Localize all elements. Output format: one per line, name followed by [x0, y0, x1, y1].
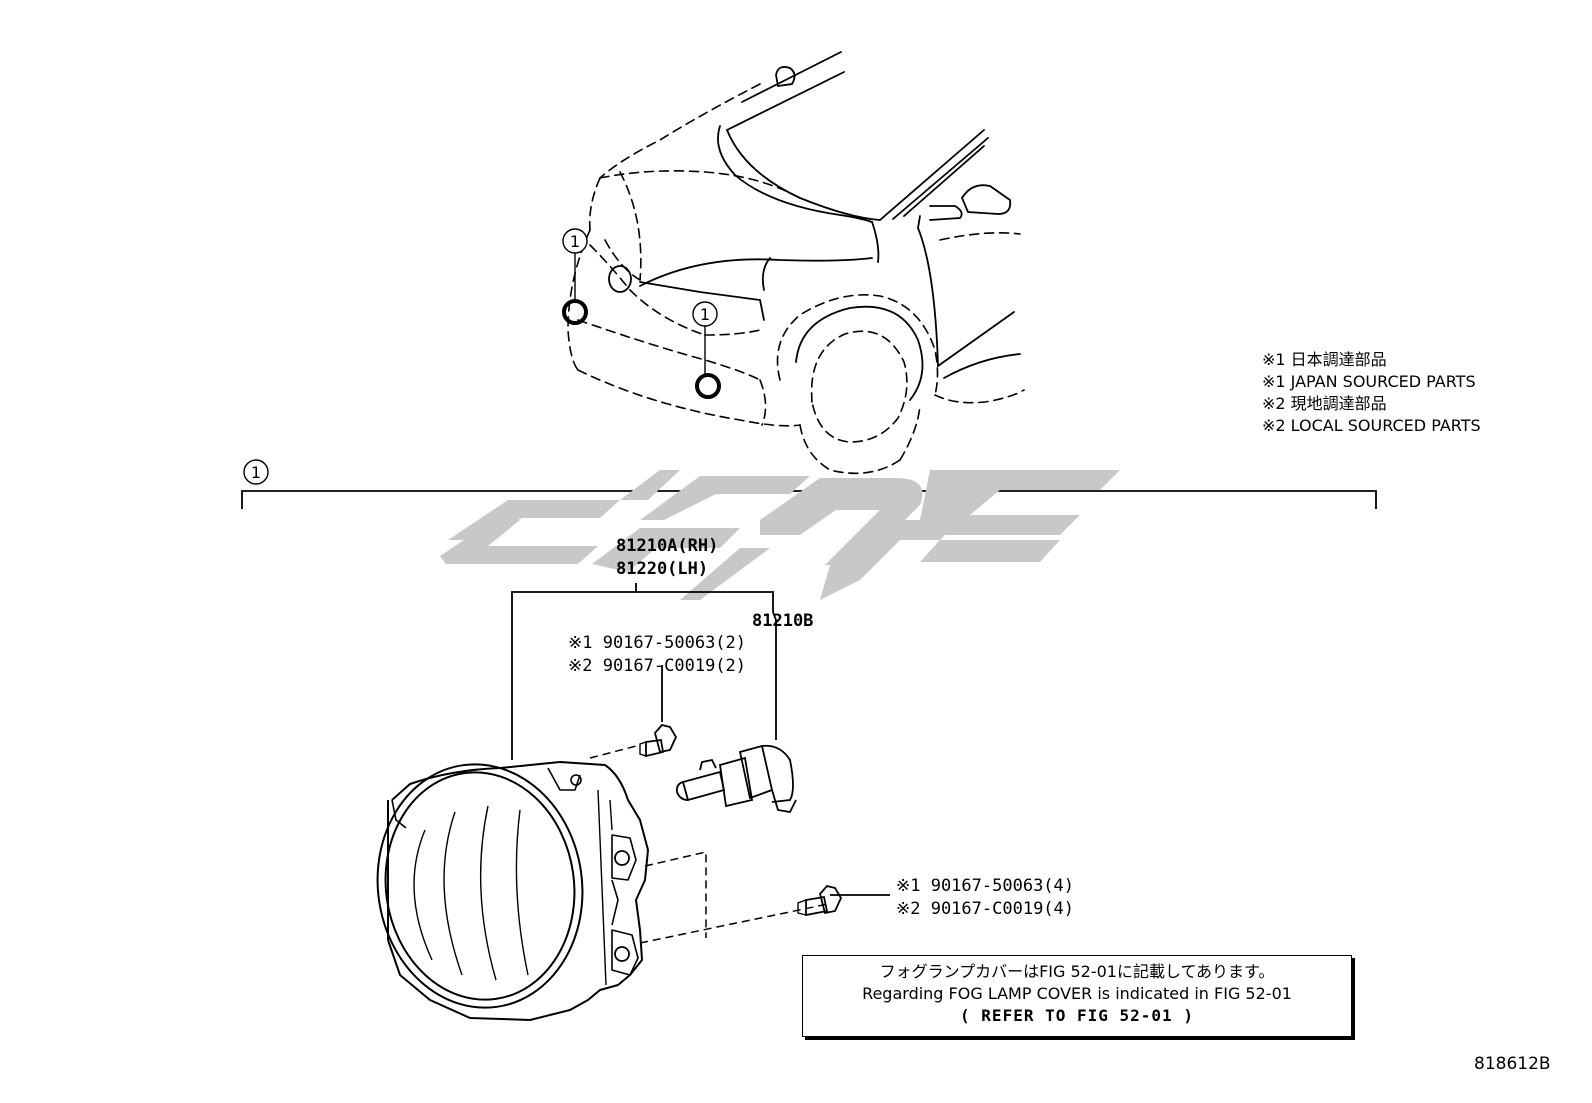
callout-label-left: 1 — [570, 232, 580, 251]
part-labels: 81210A(RH) 81220(LH) 81210B ※1 90167-500… — [568, 536, 1074, 919]
car-phantom-lines — [567, 83, 1025, 475]
leader-lines — [511, 583, 890, 896]
label-lamp-rh: 81210A(RH) — [616, 536, 718, 556]
assembly-lines — [589, 744, 829, 944]
figure-id: 818612B — [1474, 1054, 1551, 1074]
upper-screw — [639, 723, 678, 758]
label-lamp-lh: 81220(LH) — [616, 559, 708, 579]
legend-line-jp-sourced: ※1 日本調達部品 — [1262, 350, 1387, 369]
callout-marker-right: 1 — [692, 301, 721, 399]
watermark-logo — [440, 470, 1120, 600]
lower-screw — [797, 884, 843, 917]
fog-lamp-location-right — [695, 373, 721, 399]
car-front-illustration — [608, 51, 1021, 401]
fog-lamp-assembly — [376, 761, 649, 1021]
legend-line-local-sourced: ※2 LOCAL SOURCED PARTS — [1262, 416, 1481, 435]
note-line-japanese: フォグランプカバーはFIG 52-01に記載してあります。 — [879, 962, 1275, 981]
label-upper-screw-jp: ※1 90167-50063(2) — [568, 633, 746, 653]
label-lower-screw-jp: ※1 90167-50063(4) — [896, 876, 1074, 896]
sourcing-legend: ※1 日本調達部品 ※1 JAPAN SOURCED PARTS ※2 現地調達… — [1262, 349, 1481, 437]
label-bulb: 81210B — [752, 611, 813, 631]
legend-line-local-jp: ※2 現地調達部品 — [1262, 394, 1387, 413]
note-line-refer: ( REFER TO FIG 52-01 ) — [960, 1006, 1194, 1025]
fog-lamp-bulb — [675, 744, 797, 813]
group-callout-label: 1 — [251, 463, 261, 482]
fog-lamp-location-left — [562, 299, 588, 325]
label-upper-screw-local: ※2 90167-C0019(2) — [568, 656, 746, 676]
callout-marker-left: 1 — [562, 228, 588, 325]
label-lower-screw-local: ※2 90167-C0019(4) — [896, 899, 1074, 919]
reference-note-box: フォグランプカバーはFIG 52-01に記載してあります。 Regarding … — [802, 955, 1352, 1037]
legend-line-japan-sourced: ※1 JAPAN SOURCED PARTS — [1262, 372, 1476, 391]
callout-label-right: 1 — [700, 305, 710, 324]
note-line-english: Regarding FOG LAMP COVER is indicated in… — [862, 984, 1292, 1003]
